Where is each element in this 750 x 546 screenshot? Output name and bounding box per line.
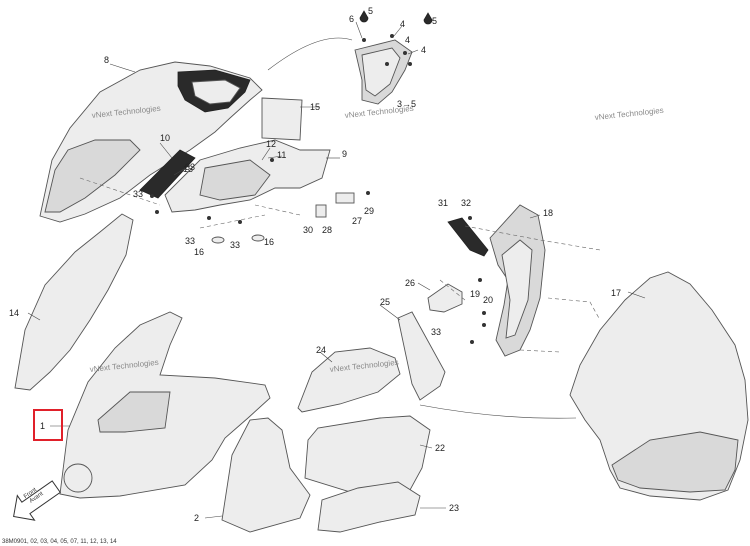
- lower-nose-part-2: [221, 417, 311, 533]
- upper-fairing-part-8: [39, 61, 263, 223]
- deflector-part-24: [297, 347, 401, 413]
- callout-22: 22: [435, 443, 445, 453]
- support-bracket-part-9: [164, 139, 331, 213]
- callout-11: 11: [277, 150, 286, 160]
- strip-part-25: [397, 311, 446, 401]
- callout-26: 26: [405, 278, 415, 288]
- callout-8: 8: [104, 55, 109, 65]
- callout-25: 25: [380, 297, 390, 307]
- callout-33: 33: [431, 327, 441, 337]
- callout-14: 14: [9, 308, 19, 318]
- callout-23: 23: [449, 503, 459, 513]
- callout-33: 33: [230, 240, 240, 250]
- callout-13: 13: [183, 164, 193, 174]
- right-side-fairing-part-17: [569, 271, 749, 501]
- block-part-26: [427, 283, 463, 313]
- callout-27: 27: [352, 216, 362, 226]
- callout-labels: 6 5 5 4 4 4 3→5 8 15 9 10 12 11 13 33 33…: [9, 6, 621, 523]
- callout-16: 16: [264, 237, 274, 247]
- callout-20: 20: [483, 295, 493, 305]
- front-avant-arrow-icon: [13, 480, 61, 521]
- callout-12: 12: [266, 139, 276, 149]
- callout-4: 4: [421, 45, 426, 55]
- callout-24: 24: [316, 345, 326, 355]
- callout-33: 33: [185, 162, 195, 172]
- callout-17: 17: [611, 288, 621, 298]
- callout-4: 4: [400, 19, 405, 29]
- callout-15: 15: [310, 102, 320, 112]
- callout-28: 28: [322, 225, 332, 235]
- callout-9: 9: [342, 149, 347, 159]
- callout-4: 4: [405, 35, 410, 45]
- callout-32: 32: [461, 198, 471, 208]
- callout-33: 33: [185, 236, 195, 246]
- figure-reference-code: 38M0901, 02, 03, 04, 05, 07, 11, 12, 13,…: [2, 539, 117, 545]
- bottom-strip-part-23: [317, 481, 421, 533]
- callout-29: 29: [364, 206, 374, 216]
- lower-side-panel-part-22: [304, 415, 431, 496]
- callout-2: 2: [194, 513, 199, 523]
- callout-33: 33: [133, 189, 143, 199]
- panel-part-15: [261, 97, 303, 141]
- side-bracket-part-18: [447, 204, 546, 357]
- guide-lines: [79, 37, 601, 419]
- callout-30: 30: [303, 225, 313, 235]
- callout-16: 16: [194, 247, 204, 257]
- mounting-bracket-part-3: [354, 39, 413, 105]
- callout-3-to-5: 3→5: [397, 99, 416, 109]
- callout-5: 5: [368, 6, 373, 16]
- side-panel-part-14: [14, 213, 134, 391]
- callout-6: 6: [349, 14, 354, 24]
- callout-1: 1: [40, 421, 45, 431]
- callout-5: 5: [432, 16, 437, 26]
- watermark: vNext Technologies: [594, 106, 664, 122]
- callout-1-highlight-box: [33, 409, 63, 441]
- callout-10: 10: [160, 133, 170, 143]
- callout-19: 19: [470, 289, 480, 299]
- callout-18: 18: [543, 208, 553, 218]
- hardware-bolts: [150, 10, 486, 344]
- callout-31: 31: [438, 198, 448, 208]
- nose-fairing-part-1: [59, 311, 271, 499]
- callout-leaders: [27, 21, 646, 519]
